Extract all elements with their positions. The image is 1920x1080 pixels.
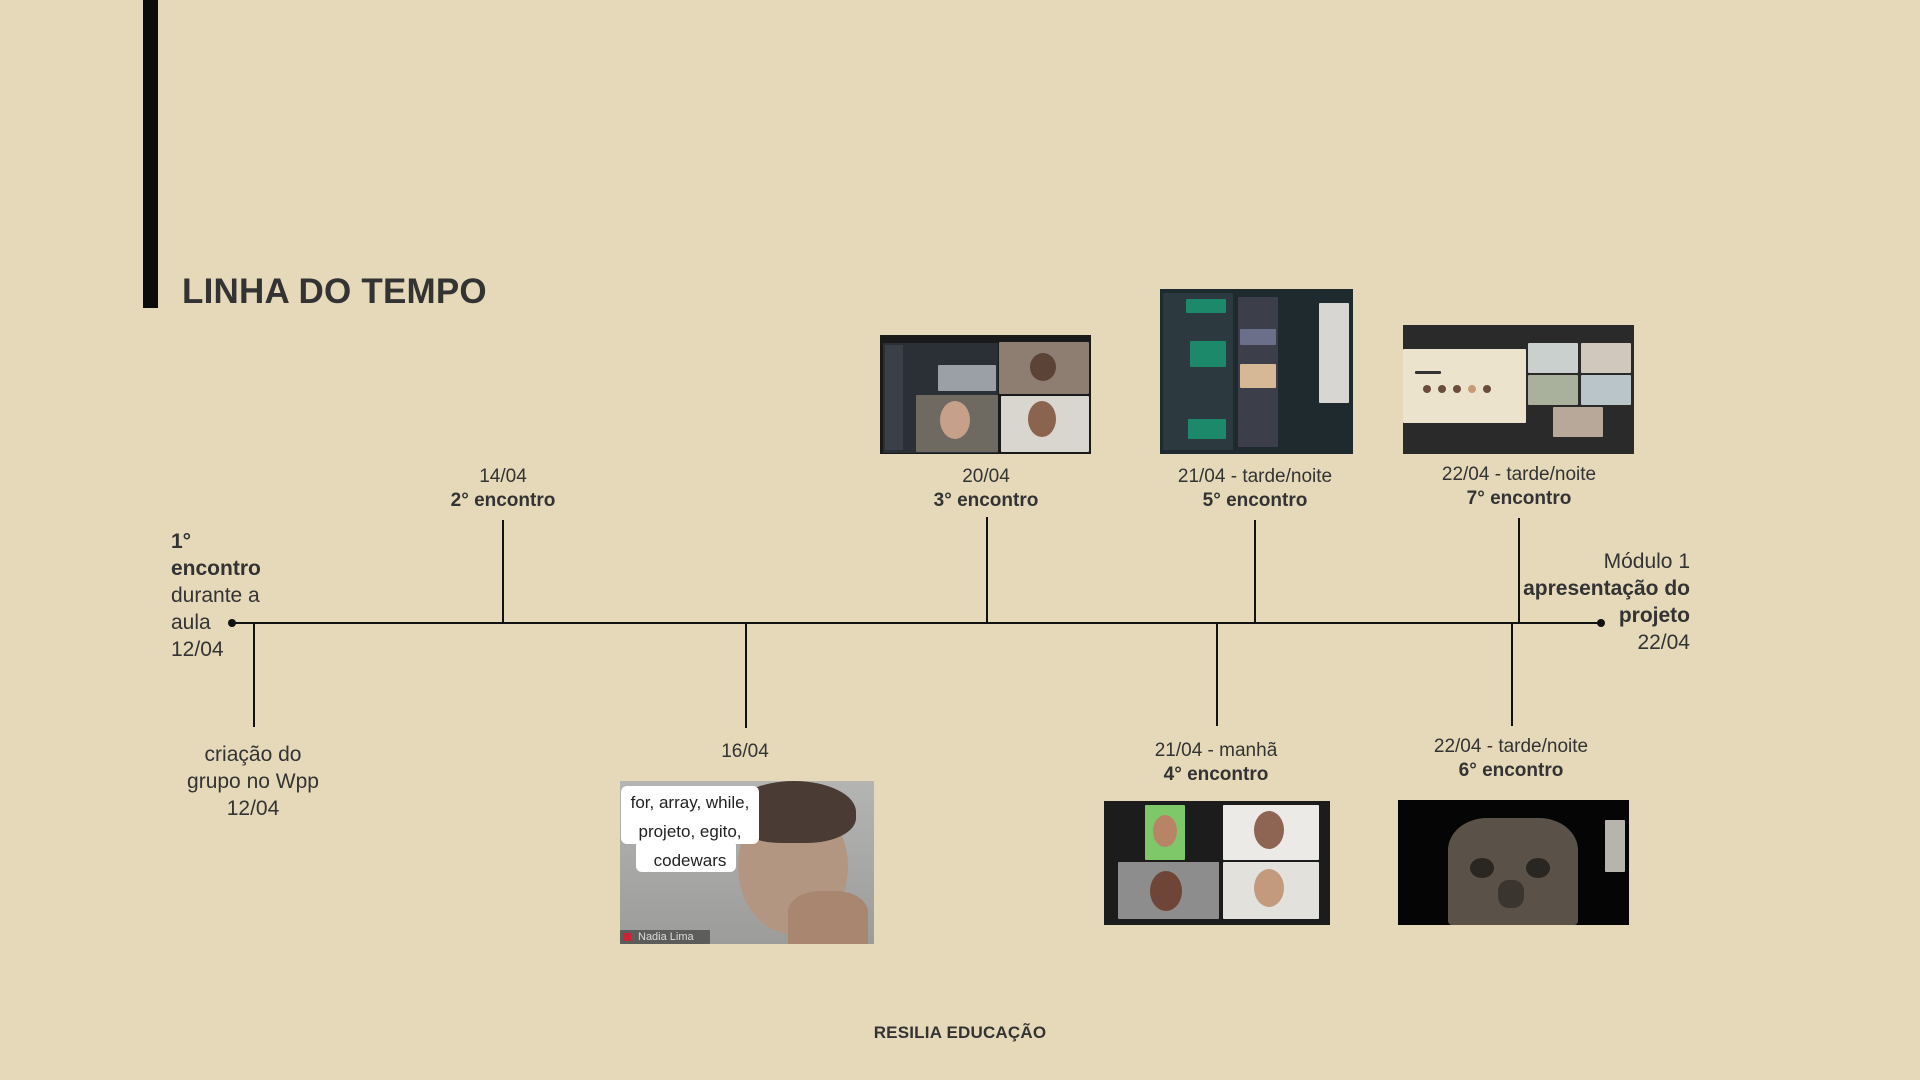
event-6-label: 22/04 - tarde/noite 6° encontro xyxy=(1411,735,1611,783)
video-face-a xyxy=(1153,815,1177,847)
footer-brand: RESILIA EDUCAÇÃO xyxy=(873,1023,1047,1042)
wpp-label-line1: criação do xyxy=(204,743,302,766)
statue-head xyxy=(1448,818,1578,925)
end-label-line1: apresentação do xyxy=(1523,577,1690,600)
video-face-d xyxy=(1254,869,1284,907)
photo-7th-encontro xyxy=(1403,325,1634,454)
event-6-date: 22/04 - tarde/noite xyxy=(1433,736,1589,757)
timeline-axis xyxy=(232,622,1602,624)
wpp-label-date: 12/04 xyxy=(226,797,280,820)
event-2-label: 14/04 2° encontro xyxy=(403,465,603,513)
page-title: LINHA DO TEMPO xyxy=(182,272,487,311)
timeline-start-dot xyxy=(228,619,236,627)
event-4-date: 21/04 - manhã xyxy=(1154,740,1278,761)
tick-4th-encontro xyxy=(1216,623,1218,726)
tick-7th-encontro xyxy=(1518,518,1520,622)
date-16-04-label: 16/04 xyxy=(645,740,845,764)
name-tag: Nadia Lima xyxy=(620,930,710,944)
chat-bubble-2 xyxy=(1190,341,1226,367)
event-3-title: 3° encontro xyxy=(933,490,1039,511)
tick-2nd-encontro xyxy=(502,520,504,622)
tick-6th-encontro xyxy=(1511,623,1513,726)
mic-muted-icon xyxy=(623,933,631,941)
video-face-1 xyxy=(1030,353,1056,381)
image-grid-tile-2 xyxy=(1240,364,1276,388)
event-7-label: 22/04 - tarde/noite 7° encontro xyxy=(1419,463,1619,511)
video-face-b xyxy=(1254,811,1284,849)
video-face-3 xyxy=(1028,401,1056,437)
tick-3rd-encontro xyxy=(986,517,988,622)
photo-3rd-encontro xyxy=(880,335,1091,454)
start-label-line1: 1° xyxy=(171,530,192,553)
event-3-date: 20/04 xyxy=(962,466,1010,487)
video-tile-7a xyxy=(1528,343,1578,373)
start-label-line2: encontro xyxy=(171,557,261,580)
event-3-label: 20/04 3° encontro xyxy=(886,465,1086,513)
statue-beak xyxy=(1498,880,1524,908)
slide-avatar-5 xyxy=(1483,385,1491,393)
photo-6th-encontro xyxy=(1398,800,1629,925)
event-4-label: 21/04 - manhã 4° encontro xyxy=(1116,739,1316,787)
event-6-title: 6° encontro xyxy=(1458,760,1564,781)
end-label: Módulo 1 apresentação do projeto 22/04 xyxy=(1500,548,1690,656)
start-label-date: 12/04 xyxy=(171,638,224,661)
photo-5th-encontro xyxy=(1160,289,1353,454)
date-16-04: 16/04 xyxy=(721,741,769,762)
tick-16-04 xyxy=(745,623,747,728)
event-5-date: 21/04 - tarde/noite xyxy=(1177,466,1333,487)
tick-5th-encontro xyxy=(1254,520,1256,622)
event-4-title: 4° encontro xyxy=(1163,764,1269,785)
slide-avatar-3 xyxy=(1453,385,1461,393)
start-label-line4: aula xyxy=(171,611,211,634)
participants-strip xyxy=(1319,303,1349,403)
chat-bubble-3 xyxy=(1188,419,1226,439)
video-tile-7b xyxy=(1581,343,1631,373)
topics-caption: for, array, while, projeto, egito, codew… xyxy=(612,788,768,875)
wpp-label-line2: grupo no Wpp xyxy=(187,770,319,793)
video-tile-7e xyxy=(1553,407,1603,437)
slide-avatar-2 xyxy=(1438,385,1446,393)
image-grid-tile xyxy=(1240,329,1276,345)
statue-eye-right xyxy=(1526,858,1550,878)
screen-tile xyxy=(938,365,996,391)
start-label-line3: durante a xyxy=(171,584,260,607)
timeline-end-dot xyxy=(1597,619,1605,627)
slide-avatar-1 xyxy=(1423,385,1431,393)
video-tile-7d xyxy=(1581,375,1631,405)
start-label: 1° encontro durante a aula 12/04 xyxy=(171,528,261,663)
topics-line2: projeto, egito, xyxy=(638,822,742,841)
participants-strip-6 xyxy=(1605,820,1625,872)
tick-wpp-group xyxy=(253,623,255,727)
video-face-2 xyxy=(940,401,970,439)
event-5-label: 21/04 - tarde/noite 5° encontro xyxy=(1155,465,1355,513)
event-7-title: 7° encontro xyxy=(1466,488,1572,509)
slide-heading xyxy=(1415,371,1441,374)
title-accent-bar xyxy=(143,0,158,308)
end-date: 22/04 xyxy=(1637,631,1690,654)
event-5-title: 5° encontro xyxy=(1202,490,1308,511)
statue-eye-left xyxy=(1470,858,1494,878)
slide-avatar-4 xyxy=(1468,385,1476,393)
wpp-group-label: criação do grupo no Wpp 12/04 xyxy=(163,741,343,822)
photo-4th-encontro xyxy=(1104,801,1330,925)
chat-bubble-1 xyxy=(1186,299,1226,313)
topics-bubble-bg-1 xyxy=(621,786,759,844)
event-2-title: 2° encontro xyxy=(450,490,556,511)
screen-sidebar xyxy=(885,345,903,450)
video-tile-7c xyxy=(1528,375,1578,405)
end-label-line2: projeto xyxy=(1618,604,1690,627)
event-2-date: 14/04 xyxy=(479,466,527,487)
person-hand xyxy=(788,891,868,944)
topics-line1: for, array, while, xyxy=(630,793,750,812)
event-7-date: 22/04 - tarde/noite xyxy=(1441,464,1597,485)
video-face-c xyxy=(1150,871,1182,911)
slide-preview xyxy=(1403,349,1526,423)
topics-bubble-bg-2 xyxy=(636,840,736,872)
end-module: Módulo 1 xyxy=(1603,550,1690,573)
topics-line3: codewars xyxy=(653,851,727,870)
